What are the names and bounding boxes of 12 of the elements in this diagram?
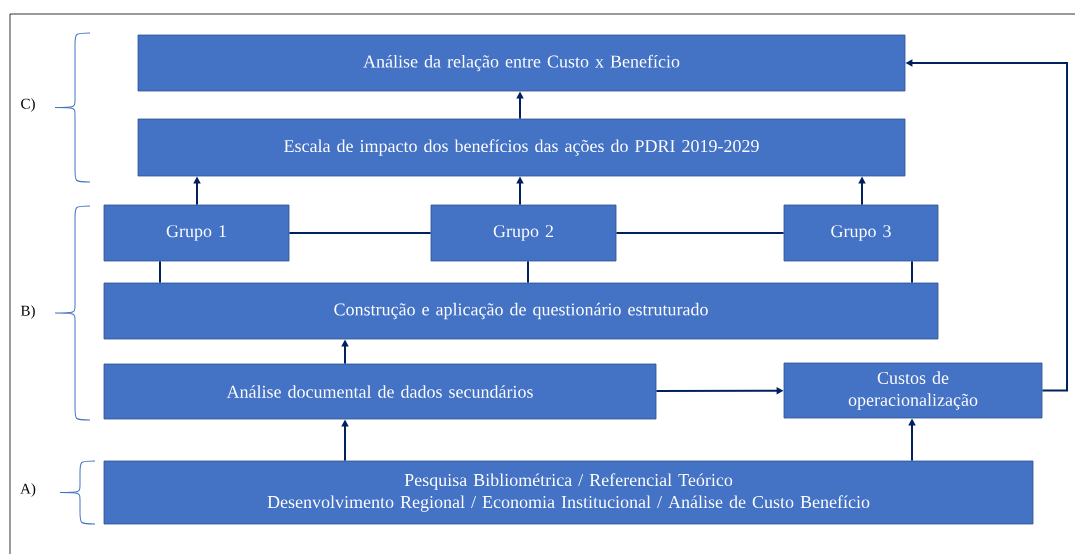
process-box: Custos de operacionalização xyxy=(783,362,1043,419)
section-label: C) xyxy=(21,98,35,112)
process-box: Análise da relação entre Custo x Benefício xyxy=(137,34,906,92)
process-box: Construção e aplicação de questionário estruturado xyxy=(103,282,939,340)
section-label: A) xyxy=(20,483,36,497)
process-box: Análise documental de dados secundários xyxy=(103,363,657,420)
process-box: Escala de impacto dos benefícios das ações do PDRI 2019-2029 xyxy=(137,118,906,177)
process-box: Grupo 3 xyxy=(783,204,939,262)
section-label: B) xyxy=(20,305,35,319)
process-box: Grupo 1 xyxy=(103,204,290,262)
process-box: Pesquisa Bibliométrica / Referencial Teórico Desenvolvimento Regional / Economia Institucional / Análise de Custo Benefício xyxy=(103,460,1034,525)
process-box: Grupo 2 xyxy=(430,204,617,262)
